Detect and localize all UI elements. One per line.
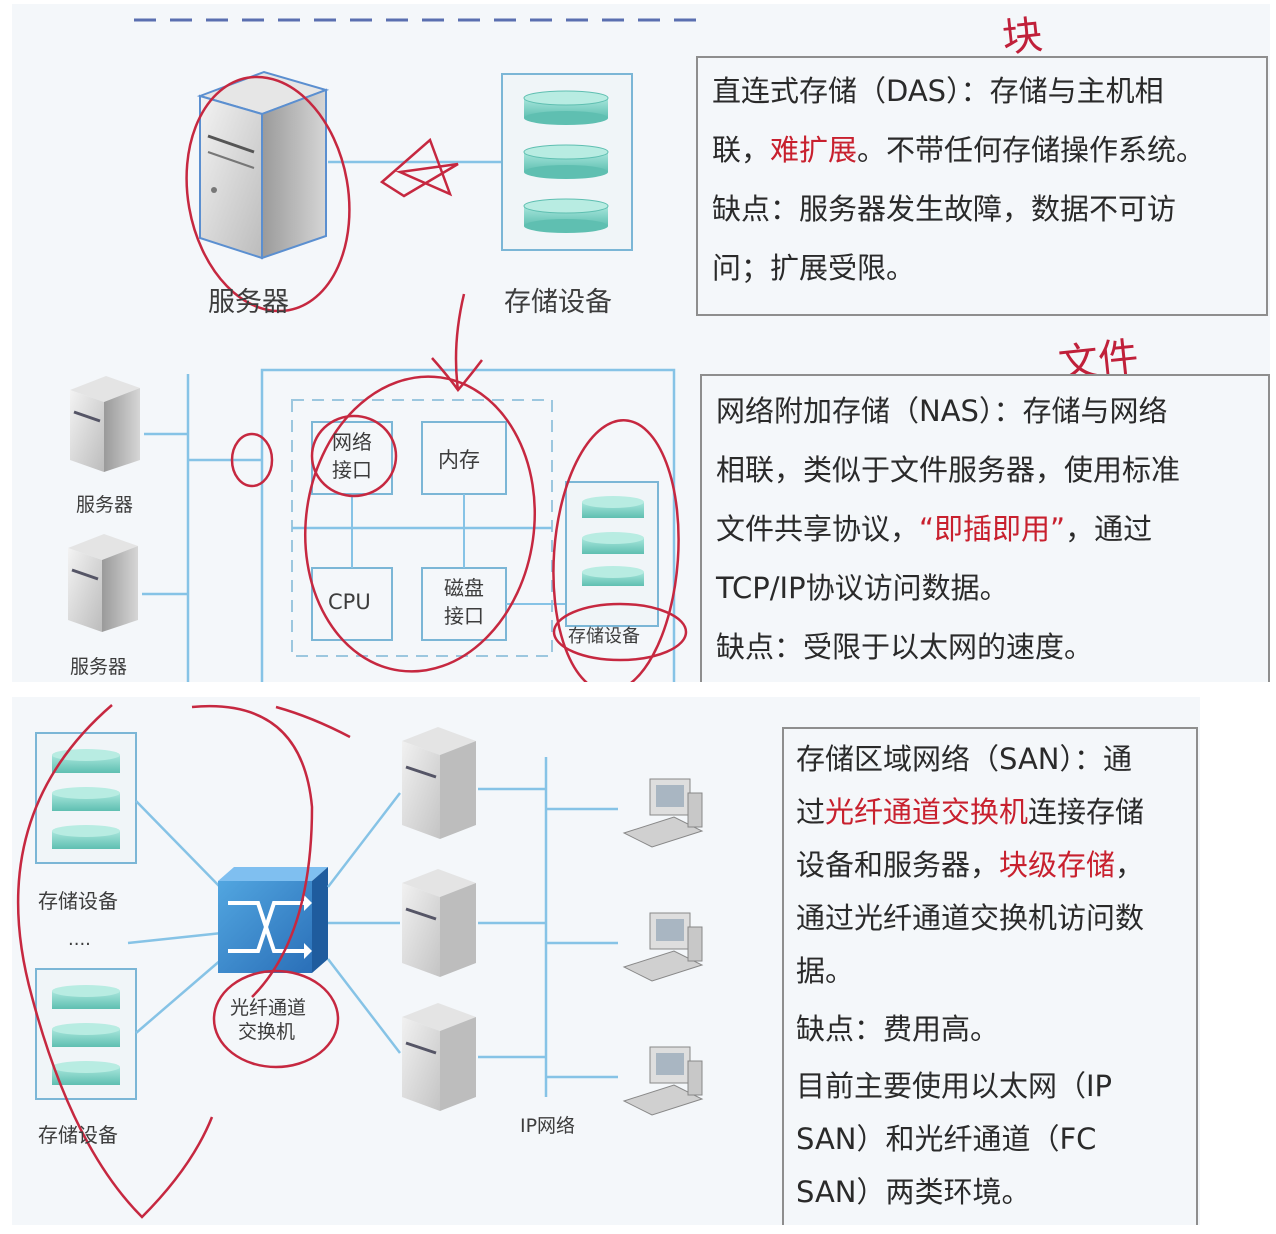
san-panel: 存储设备 .... 存储设备 光纤通道 交换机 IP网络 存储区域网络（SAN）… bbox=[12, 697, 1200, 1225]
das-storage-icon bbox=[501, 73, 633, 251]
san-server-icon-1 bbox=[402, 727, 476, 839]
nas-line-2: 相联，类似于文件服务器，使用标准 bbox=[716, 453, 1181, 487]
san-server-icon-2 bbox=[402, 869, 476, 977]
san-storage-label-2: 存储设备 bbox=[38, 1123, 118, 1147]
das-nas-panel: 服务器 存储设备 块 直连式存储（DAS）：存储与主机相 联，难扩展。不带任何存… bbox=[12, 4, 1270, 682]
switch-label-2: 交换机 bbox=[238, 1021, 296, 1043]
san-description-box: 存储区域网络（SAN）：通 过光纤通道交换机连接存储 设备和服务器，块级存储， … bbox=[782, 727, 1198, 1225]
nas-line-4: TCP/IP协议访问数据。 bbox=[716, 571, 1009, 605]
net-iface-label: 网络接口 bbox=[332, 430, 372, 482]
san-line-5: 据。 bbox=[796, 954, 855, 988]
das-description-box: 直连式存储（DAS）：存储与主机相 联，难扩展。不带任何存储操作系统。 缺点：服… bbox=[696, 56, 1268, 316]
cpu-label: CPU bbox=[328, 590, 371, 614]
disk-iface-label: 磁盘接口 bbox=[444, 576, 484, 628]
nas-server-label-1: 服务器 bbox=[76, 494, 134, 516]
switch-label-1: 光纤通道 bbox=[230, 997, 307, 1019]
san-line-6: 缺点：费用高。 bbox=[796, 1012, 1000, 1046]
san-ellipsis: .... bbox=[68, 929, 91, 950]
san-storage-icon-2 bbox=[35, 968, 137, 1100]
nas-server-icon-1 bbox=[70, 376, 140, 472]
pc-icon-1 bbox=[622, 778, 704, 848]
das-storage-label: 存储设备 bbox=[504, 287, 612, 318]
san-line-9: SAN）两类环境。 bbox=[796, 1175, 1031, 1209]
memory-label: 内存 bbox=[438, 448, 480, 472]
nas-line-1: 网络附加存储（NAS）：存储与网络 bbox=[716, 394, 1168, 428]
nas-line-3: 文件共享协议，“即插即用”，通过 bbox=[716, 512, 1153, 546]
das-line-1: 直连式存储（DAS）：存储与主机相 bbox=[712, 74, 1164, 108]
nas-storage-icon bbox=[565, 481, 659, 627]
nas-server-label-2: 服务器 bbox=[70, 656, 128, 678]
san-line-1: 存储区域网络（SAN）：通 bbox=[796, 742, 1132, 776]
nas-line-5: 缺点：受限于以太网的速度。 bbox=[716, 630, 1094, 664]
nas-server-icon-2 bbox=[68, 534, 138, 632]
san-line-8: SAN）和光纤通道（FC bbox=[796, 1122, 1097, 1156]
san-storage-icon-1 bbox=[35, 732, 137, 864]
ip-network-label: IP网络 bbox=[520, 1115, 576, 1137]
san-line-2: 过光纤通道交换机连接存储 bbox=[796, 795, 1145, 829]
san-line-3: 设备和服务器，块级存储， bbox=[796, 848, 1145, 882]
nas-description-box: 网络附加存储（NAS）：存储与网络 相联，类似于文件服务器，使用标准 文件共享协… bbox=[700, 374, 1270, 682]
san-line-7: 目前主要使用以太网（IP bbox=[796, 1069, 1113, 1103]
san-line-4: 通过光纤通道交换机访问数 bbox=[796, 901, 1145, 935]
san-diagram bbox=[16, 704, 1188, 1219]
fibre-switch-icon bbox=[218, 867, 328, 973]
das-server-label: 服务器 bbox=[208, 287, 289, 318]
das-nas-diagram bbox=[68, 18, 1183, 682]
das-server-icon bbox=[196, 70, 330, 260]
das-handwritten-note: 块 bbox=[1000, 12, 1045, 62]
das-line-4: 问；扩展受限。 bbox=[712, 251, 916, 285]
das-line-3: 缺点：服务器发生故障，数据不可访 bbox=[712, 192, 1177, 226]
das-line-2: 联，难扩展。不带任何存储操作系统。 bbox=[712, 133, 1206, 167]
pc-icon-2 bbox=[622, 912, 704, 982]
pc-icon-3 bbox=[622, 1046, 704, 1116]
nas-storage-label: 存储设备 bbox=[568, 626, 640, 647]
san-server-icon-3 bbox=[402, 1003, 476, 1111]
san-storage-label-1: 存储设备 bbox=[38, 889, 118, 913]
